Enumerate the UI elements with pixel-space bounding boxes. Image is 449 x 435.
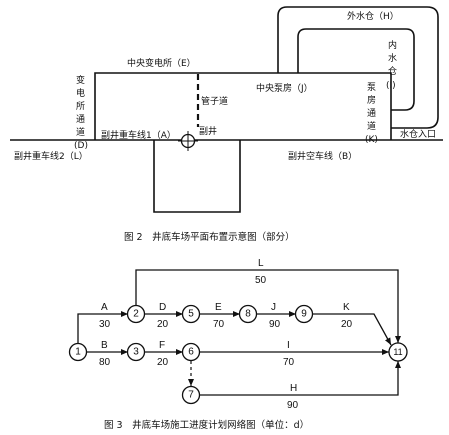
node-8: 8 (238, 304, 258, 324)
figure-3-caption: 图 3 井底车场施工进度计划网络图（单位：d） (104, 419, 309, 431)
network-diagram: A 30 B 80 D 20 E 70 J 90 K 20 L 50 F 20 … (68, 258, 408, 431)
label-pipe-way: 管子道 (201, 95, 228, 107)
label-sub-channel-4: 通 (76, 114, 85, 125)
label-pump-channel-5: (K) (365, 135, 378, 145)
activity-E-name: E (215, 302, 222, 313)
activity-A-name: A (101, 302, 108, 313)
label-sub-channel-6: (D) (74, 141, 88, 151)
label-outer-water: 外水仓（H） (347, 10, 399, 22)
arrow-A (77, 311, 128, 344)
figure-2-caption: 图 2 井底车场平面布置示意图（部分） (124, 231, 295, 243)
activity-B-dur: 80 (99, 357, 111, 368)
activity-J-name: J (271, 302, 276, 313)
inner-water-sump (297, 28, 415, 111)
activity-F-dur: 20 (157, 357, 169, 368)
activity-F-name: F (159, 340, 165, 351)
activity-D-dur: 20 (157, 319, 169, 330)
node-7-label: 7 (188, 390, 194, 401)
node-6: 6 (181, 342, 201, 362)
node-8-label: 8 (245, 309, 251, 320)
activity-K-name: K (343, 302, 350, 313)
activity-D-name: D (159, 302, 166, 313)
activity-H-name: H (290, 383, 297, 394)
activity-I-dur: 70 (283, 357, 295, 368)
label-pump-channel-3: 通 (367, 108, 376, 119)
outer-water-sump (277, 6, 439, 129)
label-inner-water-2: 水 (388, 52, 397, 64)
node-5-label: 5 (188, 309, 194, 320)
node-3-label: 3 (133, 347, 139, 358)
node-11-label: 11 (393, 347, 402, 357)
label-aux-shaft: 副井 (199, 125, 217, 137)
label-pump-room: 中央泵房（J） (256, 82, 313, 94)
label-water-entrance: 水仓入口 (400, 128, 436, 140)
label-sub-channel-3: 所 (76, 101, 85, 112)
node-3: 3 (126, 342, 146, 362)
activity-H-dur: 90 (287, 400, 299, 411)
activity-J-dur: 90 (269, 319, 281, 330)
label-pump-channel-4: 道 (367, 120, 376, 132)
label-empty-line: 副井空车线（B） (288, 150, 357, 162)
arrow-L (135, 269, 401, 343)
activity-B-name: B (101, 340, 108, 351)
label-inner-water-3: 仓 (388, 65, 397, 77)
activity-K-dur: 20 (341, 319, 353, 330)
aux-shaft-symbol (178, 131, 198, 151)
label-inner-water-4: (I) (386, 81, 396, 91)
node-9: 9 (294, 304, 314, 324)
node-1-label: 1 (75, 347, 81, 358)
label-sub-channel-5: 道 (76, 126, 85, 138)
lower-chamber-outline (153, 140, 241, 213)
activity-E-dur: 70 (213, 319, 225, 330)
label-inner-water-1: 内 (388, 39, 397, 51)
label-pump-channel-1: 泵 (367, 82, 376, 93)
node-11: 11 (388, 342, 408, 362)
node-2: 2 (126, 304, 146, 324)
arrow-K (313, 313, 392, 346)
label-sub-channel-1: 变 (76, 74, 85, 86)
activity-I-name: I (287, 340, 290, 351)
node-1: 1 (68, 342, 88, 362)
layout-plan: 外水仓（H） 内 水 仓 (I) 中央变电所（E） 变 电 所 通 道 (D) … (10, 6, 443, 243)
node-7: 7 (181, 385, 201, 405)
arrow-H (200, 361, 401, 396)
node-5: 5 (181, 304, 201, 324)
label-heavy-line-1: 副井重车线1（A） (101, 129, 176, 141)
label-pump-channel-2: 房 (367, 94, 376, 106)
activity-L-dur: 50 (255, 275, 267, 286)
activity-A-dur: 30 (99, 319, 111, 330)
activity-L-name: L (258, 258, 264, 269)
label-heavy-line-2: 副井重车线2（L） (14, 150, 88, 162)
node-2-label: 2 (133, 309, 139, 320)
label-substation: 中央变电所（E） (127, 57, 196, 69)
label-sub-channel-2: 电 (76, 87, 85, 99)
node-9-label: 9 (301, 309, 307, 320)
main-chamber-outline (94, 72, 392, 140)
node-6-label: 6 (188, 347, 194, 358)
